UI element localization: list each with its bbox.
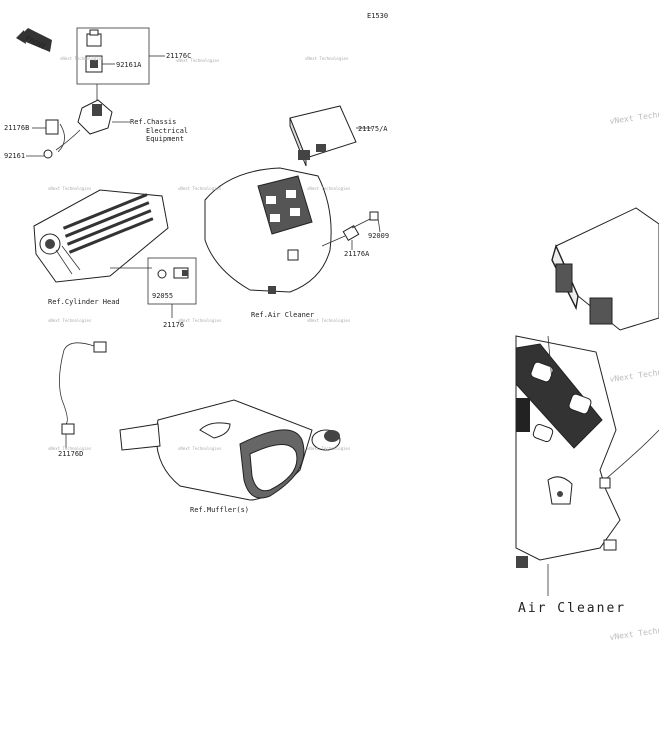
air-cleaner-housing-icon [204, 167, 332, 294]
watermark-5: vNext Technologies [178, 186, 222, 191]
cylinder-head-icon [33, 189, 169, 283]
watermark-3: vNext Technologies [305, 56, 349, 61]
callout-21176C: 21176C [166, 52, 191, 60]
front-arrow-icon: FRONT [16, 28, 52, 52]
callout-21176A: 21176A [344, 250, 370, 258]
callout-21176: 21176 [163, 321, 184, 329]
callout-ref-cylinder-head: Ref.Cylinder Head [48, 298, 120, 306]
zoom-watermark-2: vNext Techn [609, 368, 659, 384]
callout-92161: 92161 [4, 152, 25, 160]
callout-21175A: 21175/A [358, 125, 388, 133]
callout-ref-air-cleaner: Ref.Air Cleaner [251, 311, 314, 319]
callout-ref-chassis-3: Equipment [146, 135, 184, 143]
zoom-ecu-icon [551, 207, 659, 331]
watermark-10: vNext Technologies [48, 446, 92, 451]
callout-ref-chassis: Ref.Chassis [130, 118, 176, 126]
watermark-11: vNext Technologies [178, 446, 222, 451]
ecu-module-icon [289, 105, 357, 167]
callout-21176D: 21176D [58, 450, 83, 458]
temp-sensor-icon [157, 267, 189, 279]
watermark-1: vNext Technologies [60, 56, 104, 61]
connector-part-icon [85, 29, 103, 73]
watermark-9: vNext Technologies [307, 318, 351, 323]
watermark-6: vNext Technologies [307, 186, 351, 191]
callout-92055: 92055 [152, 292, 173, 300]
diagram-code: E1530 [367, 12, 388, 20]
oxygen-sensor-cable-icon [59, 341, 107, 435]
watermark-7: vNext Technologies [48, 318, 92, 323]
callout-92009: 92009 [368, 232, 389, 240]
watermark-4: vNext Technologies [48, 186, 92, 191]
callout-21176B: 21176B [4, 124, 29, 132]
zoom-air-cleaner-icon [515, 335, 659, 568]
relay-bracket-icon [43, 84, 113, 159]
zoom-label-air-cleaner: Air Cleaner [518, 601, 626, 616]
zoom-detail: Air Cleaner vNext Techn vNext Techn vNex… [515, 110, 659, 642]
zoom-watermark-1: vNext Techn [609, 110, 659, 126]
muffler-icon [119, 399, 341, 501]
callout-92161A: 92161A [116, 61, 142, 69]
callout-ref-muffler: Ref.Muffler(s) [190, 506, 249, 514]
zoom-watermark-3: vNext Techn [609, 626, 659, 642]
sensor-part-icon [321, 211, 379, 247]
watermarks: vNext Technologies vNext Technologies vN… [48, 56, 351, 451]
watermark-2: vNext Technologies [176, 58, 220, 63]
callout-ref-chassis-2: Electrical [146, 127, 188, 135]
watermark-12: vNext Technologies [307, 446, 351, 451]
watermark-8: vNext Technologies [178, 318, 222, 323]
